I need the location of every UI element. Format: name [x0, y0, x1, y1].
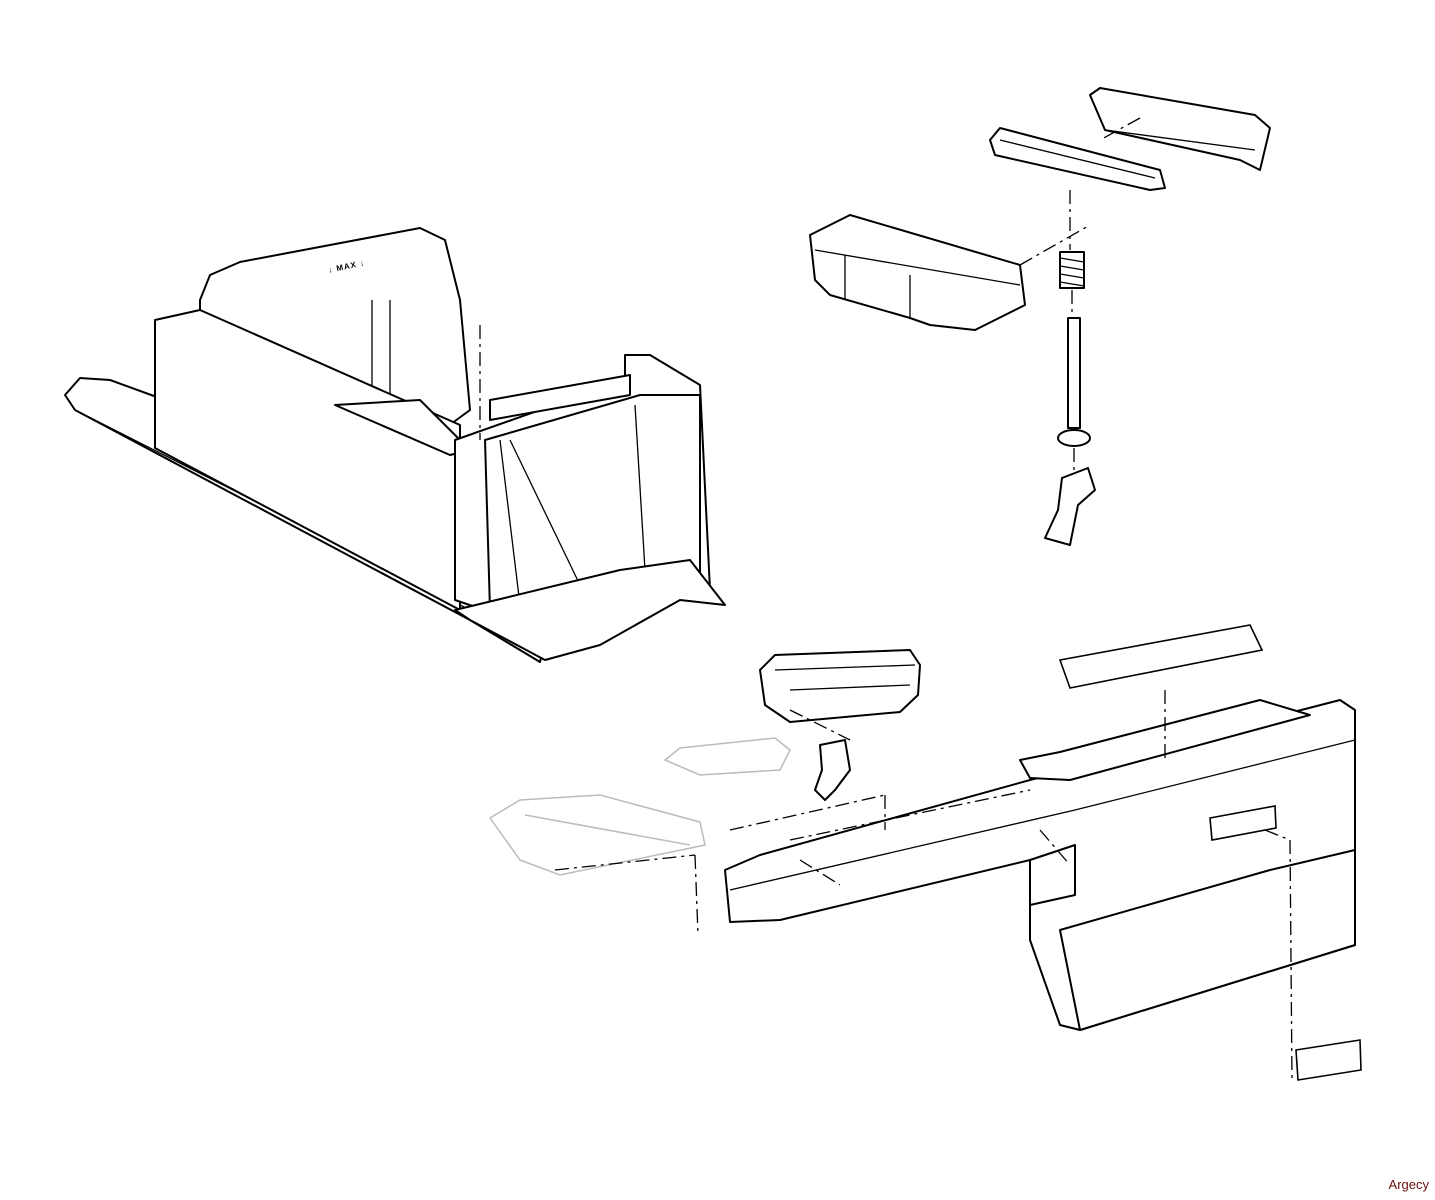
spring-icon — [1059, 251, 1085, 289]
faded-plate-part — [663, 737, 791, 776]
lever-part — [1044, 467, 1096, 546]
upper-cover-part — [1089, 87, 1271, 171]
shaft-part — [1057, 317, 1091, 447]
label-sheet-bottom — [1295, 1039, 1362, 1081]
main-cover-part — [724, 699, 1356, 1031]
faded-tray-part — [488, 794, 706, 876]
paper-tray-frame-assembly — [64, 227, 726, 663]
guide-bracket-part — [989, 127, 1166, 191]
label-sheet-small — [1209, 805, 1277, 841]
label-sheet-top — [1058, 624, 1264, 689]
feeder-lever-part — [814, 739, 851, 801]
feeder-unit-part — [759, 649, 921, 723]
tray-guide-frame-part — [809, 214, 1026, 331]
watermark: Argecy — [1388, 1177, 1429, 1192]
